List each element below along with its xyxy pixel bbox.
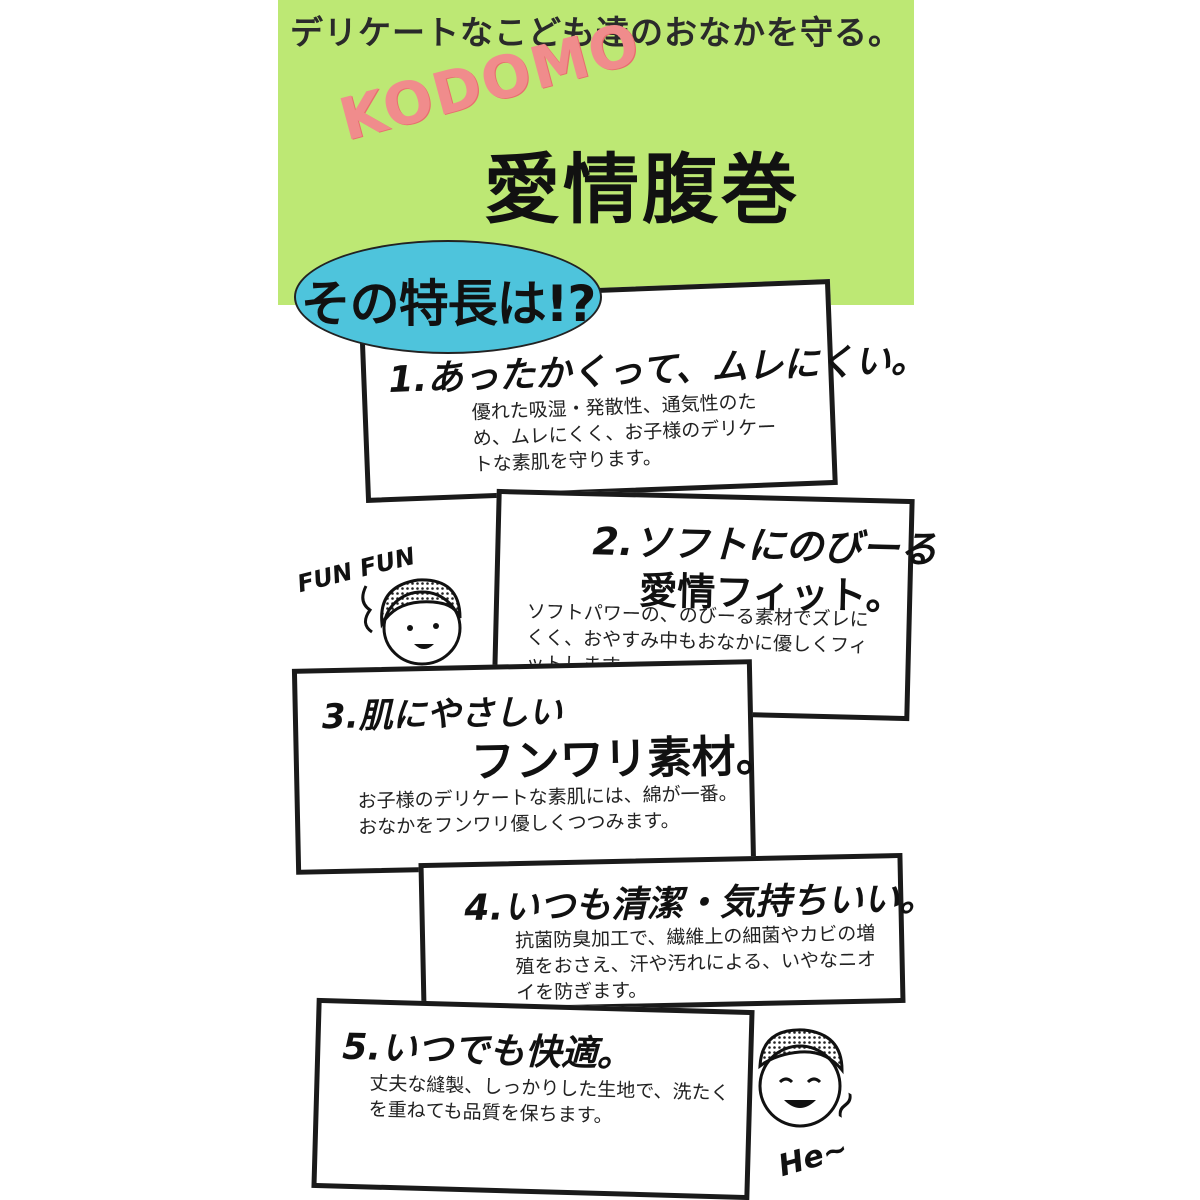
feature-3-description: お子様のデリケートな素肌には、綿が一番。おなかをフンワリ優しくつつみます。 xyxy=(357,782,738,839)
feature-1-description: 優れた吸湿・発散性、通気性のため、ムレにくく、お子様のデリケートな素肌を守ります… xyxy=(471,390,777,476)
features-title: その特長は!? xyxy=(300,275,597,333)
feature-5-description: 丈夫な縫製、しっかりした生地で、洗たくを重ねても品質を保ちます。 xyxy=(368,1072,730,1128)
tagline: デリケートなこども達のおなかを守る。 xyxy=(290,13,902,52)
child-mascot-icon xyxy=(361,578,462,666)
product-name: 愛情腹巻 xyxy=(484,145,800,234)
feature-box-3: 3.肌にやさしい フンワリ素材。 お子様のデリケートな素肌には、綿が一番。おなか… xyxy=(291,659,780,875)
smiling-child-mascot-icon xyxy=(758,1028,844,1128)
feature-5-heading: 5.いつでも快適。 xyxy=(341,1026,634,1076)
feature-4-description: 抗菌防臭加工で、繊維上の細菌やカビの増殖をおさえ、汗や汚れによる、いやなニオイを… xyxy=(514,922,877,1005)
feature-box-5: 5.いつでも快適。 丈夫な縫製、しっかりした生地で、洗たくを重ねても品質を保ちま… xyxy=(311,997,755,1200)
features-badge: その特長は!? xyxy=(294,240,602,354)
feature-box-4: 4.いつも清潔・気持ちいい。 抗菌防臭加工で、繊維上の細菌やカビの増殖をおさえ、… xyxy=(418,852,936,1014)
feature-3-heading-line2: フンワリ素材。 xyxy=(470,730,781,789)
